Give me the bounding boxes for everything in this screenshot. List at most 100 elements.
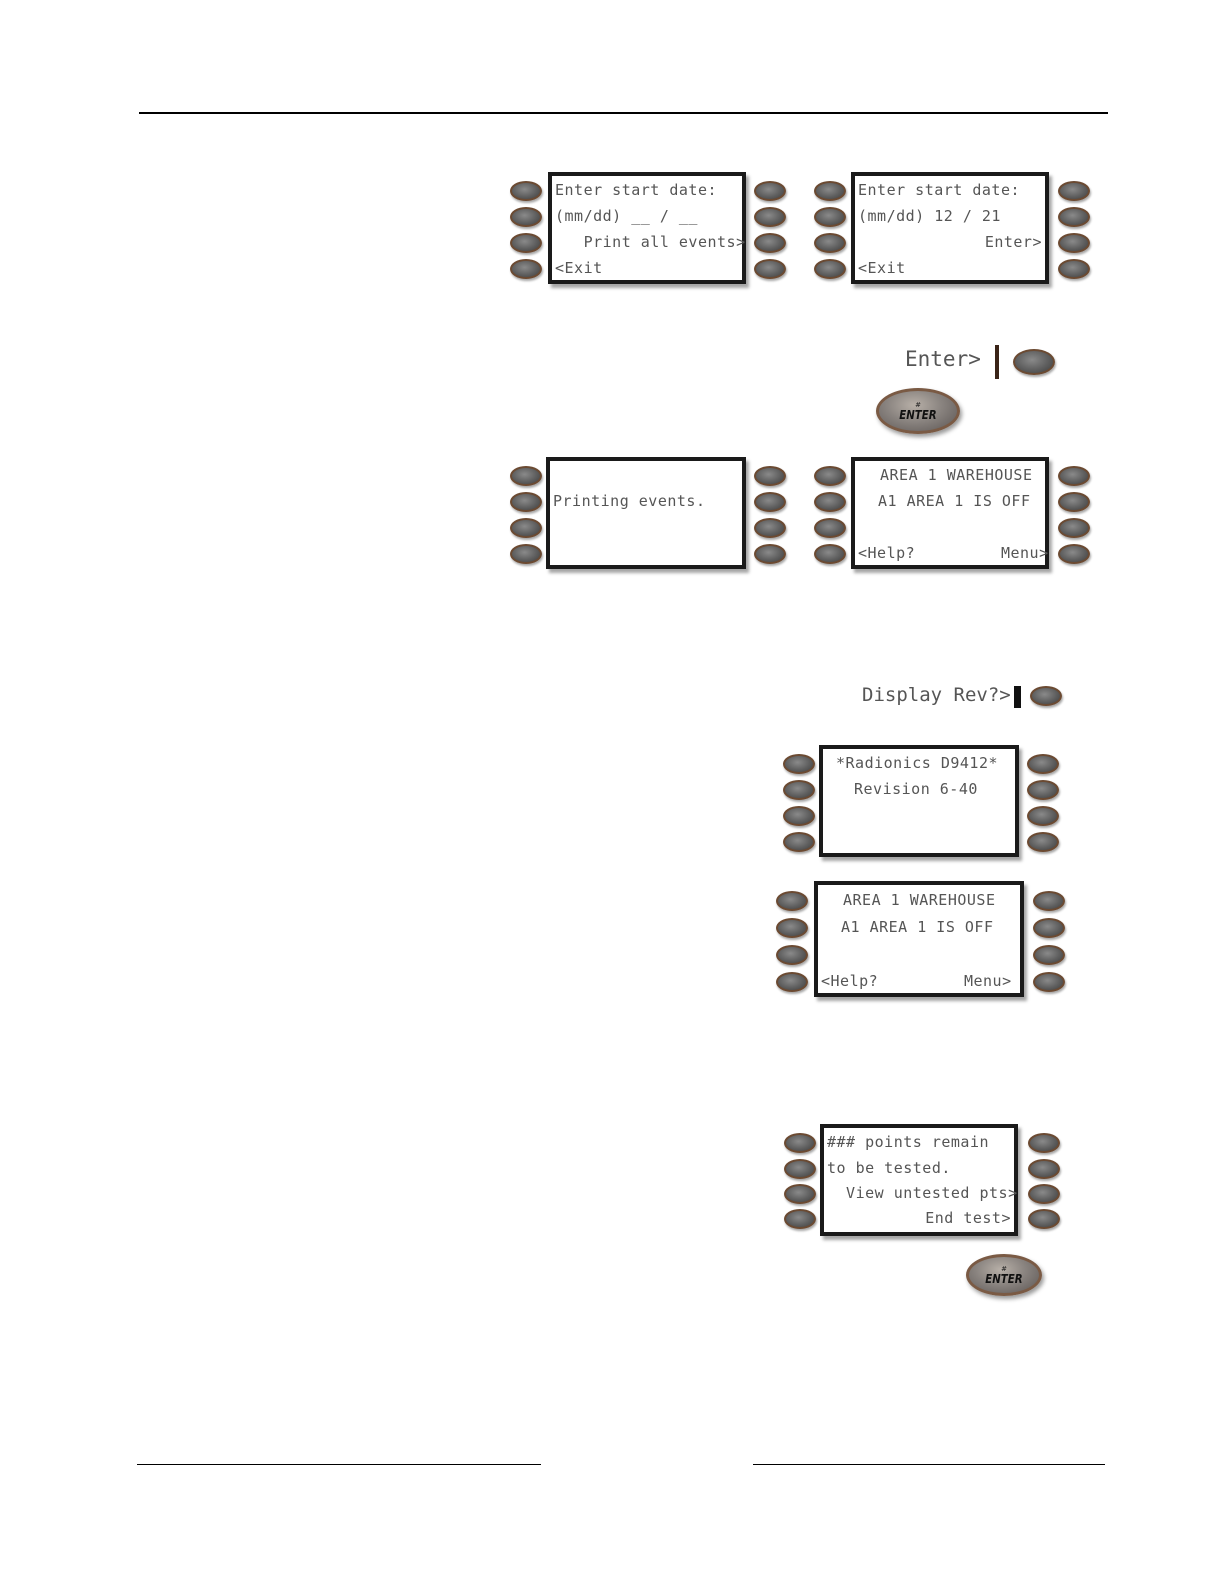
keypad-idle-area-2: AREA 1 WAREHOUSE A1 AREA 1 IS OFF <Help?… — [774, 881, 1070, 999]
keypad-walk-test: ### points remain to be tested. View unt… — [782, 1124, 1064, 1238]
lcd-line-2: to be tested. — [827, 1159, 951, 1177]
left-softkey-4[interactable] — [814, 544, 846, 564]
enter-softkey-button[interactable] — [1013, 349, 1055, 375]
lcd-line-1: AREA 1 WAREHOUSE — [880, 466, 1033, 484]
left-softkey-4[interactable] — [784, 1209, 816, 1229]
right-softkey-1[interactable] — [1027, 754, 1059, 774]
left-softkey-1[interactable] — [776, 891, 808, 911]
left-softkey-1[interactable] — [783, 754, 815, 774]
enter-key[interactable]: # ENTER — [876, 388, 960, 434]
display-rev-softkey-button[interactable] — [1030, 686, 1062, 706]
enter-key[interactable]: # ENTER — [966, 1254, 1042, 1296]
left-softkey-2[interactable] — [510, 207, 542, 227]
lcd-line-2: A1 AREA 1 IS OFF — [841, 918, 994, 936]
left-softkey-4[interactable] — [510, 544, 542, 564]
lcd-line-1: *Radionics D9412* — [836, 754, 998, 772]
keypad-start-date-blank: Enter start date: (mm/dd) __ / __ Print … — [508, 172, 790, 286]
footer-rule-right — [753, 1464, 1105, 1465]
left-softkey-1[interactable] — [784, 1133, 816, 1153]
lcd-line-1: ### points remain — [827, 1133, 989, 1151]
lcd-screen: AREA 1 WAREHOUSE A1 AREA 1 IS OFF <Help?… — [814, 881, 1024, 997]
left-softkey-2[interactable] — [784, 1159, 816, 1179]
right-softkey-4[interactable] — [754, 544, 786, 564]
right-softkey-4[interactable] — [1058, 544, 1090, 564]
left-softkey-3[interactable] — [776, 945, 808, 965]
right-softkey-2[interactable] — [1028, 1159, 1060, 1179]
enter-key-label: ENTER — [985, 1273, 1022, 1286]
right-softkey-2[interactable] — [754, 492, 786, 512]
right-softkey-3[interactable] — [1058, 233, 1090, 253]
lcd-line-4: End test> — [925, 1209, 1011, 1227]
lcd-line-1: Enter start date: — [555, 181, 717, 199]
left-softkey-2[interactable] — [776, 918, 808, 938]
right-softkey-2[interactable] — [1027, 780, 1059, 800]
left-softkey-1[interactable] — [510, 466, 542, 486]
right-softkey-1[interactable] — [1028, 1133, 1060, 1153]
lcd-screen: Enter start date: (mm/dd) 12 / 21 Enter>… — [851, 172, 1049, 284]
left-softkey-3[interactable] — [814, 233, 846, 253]
left-softkey-2[interactable] — [814, 492, 846, 512]
left-softkey-1[interactable] — [814, 466, 846, 486]
lcd-line-3: View untested pts> — [827, 1184, 1018, 1202]
lcd-line-4: <Help? Menu> — [858, 544, 1049, 562]
lcd-line-2: A1 AREA 1 IS OFF — [878, 492, 1031, 510]
lcd-line-2: Revision 6-40 — [854, 780, 978, 798]
enter-key-label: ENTER — [899, 409, 936, 422]
right-softkey-1[interactable] — [754, 181, 786, 201]
lcd-line-3: Print all events> — [555, 233, 746, 251]
keypad-idle-area-1: AREA 1 WAREHOUSE A1 AREA 1 IS OFF <Help?… — [812, 457, 1094, 571]
left-softkey-3[interactable] — [784, 1184, 816, 1204]
lcd-screen: AREA 1 WAREHOUSE A1 AREA 1 IS OFF <Help?… — [851, 457, 1049, 569]
right-softkey-3[interactable] — [1058, 518, 1090, 538]
left-softkey-4[interactable] — [814, 259, 846, 279]
right-softkey-1[interactable] — [754, 466, 786, 486]
lcd-line-3: Enter> — [985, 233, 1042, 251]
left-softkey-3[interactable] — [510, 518, 542, 538]
right-softkey-4[interactable] — [1027, 832, 1059, 852]
keypad-start-date-filled: Enter start date: (mm/dd) 12 / 21 Enter>… — [812, 172, 1094, 286]
lcd-screen: Enter start date: (mm/dd) __ / __ Print … — [548, 172, 746, 284]
left-softkey-2[interactable] — [510, 492, 542, 512]
right-softkey-3[interactable] — [1033, 945, 1065, 965]
display-rev-callout-label: Display Rev?> — [862, 684, 1011, 706]
right-softkey-1[interactable] — [1058, 181, 1090, 201]
lcd-screen: ### points remain to be tested. View unt… — [820, 1124, 1018, 1236]
keypad-printing-events: Printing events. — [508, 457, 790, 571]
lcd-line-1: Enter start date: — [858, 181, 1020, 199]
right-softkey-4[interactable] — [1058, 259, 1090, 279]
left-softkey-2[interactable] — [783, 780, 815, 800]
cursor-bar — [1014, 686, 1021, 708]
right-softkey-4[interactable] — [1028, 1209, 1060, 1229]
lcd-screen: Printing events. — [546, 457, 746, 569]
lcd-line-4: <Exit — [555, 259, 603, 277]
cursor-bar — [995, 345, 999, 379]
left-softkey-1[interactable] — [510, 181, 542, 201]
footer-rule-left — [137, 1464, 541, 1465]
lcd-line-4: <Help? Menu> — [821, 972, 1012, 990]
left-softkey-2[interactable] — [814, 207, 846, 227]
right-softkey-4[interactable] — [754, 259, 786, 279]
left-softkey-4[interactable] — [510, 259, 542, 279]
left-softkey-3[interactable] — [814, 518, 846, 538]
lcd-line-2: Printing events. — [553, 492, 706, 510]
right-softkey-3[interactable] — [754, 233, 786, 253]
enter-softkey-callout-label: Enter> — [905, 347, 981, 371]
left-softkey-4[interactable] — [783, 832, 815, 852]
right-softkey-2[interactable] — [754, 207, 786, 227]
left-softkey-4[interactable] — [776, 972, 808, 992]
right-softkey-1[interactable] — [1058, 466, 1090, 486]
right-softkey-2[interactable] — [1058, 207, 1090, 227]
right-softkey-3[interactable] — [754, 518, 786, 538]
right-softkey-2[interactable] — [1033, 918, 1065, 938]
header-rule — [139, 112, 1108, 114]
keypad-display-revision: *Radionics D9412* Revision 6-40 — [781, 745, 1063, 859]
left-softkey-1[interactable] — [814, 181, 846, 201]
right-softkey-2[interactable] — [1058, 492, 1090, 512]
lcd-screen: *Radionics D9412* Revision 6-40 — [819, 745, 1019, 857]
right-softkey-3[interactable] — [1027, 806, 1059, 826]
right-softkey-3[interactable] — [1028, 1184, 1060, 1204]
left-softkey-3[interactable] — [510, 233, 542, 253]
right-softkey-1[interactable] — [1033, 891, 1065, 911]
left-softkey-3[interactable] — [783, 806, 815, 826]
right-softkey-4[interactable] — [1033, 972, 1065, 992]
